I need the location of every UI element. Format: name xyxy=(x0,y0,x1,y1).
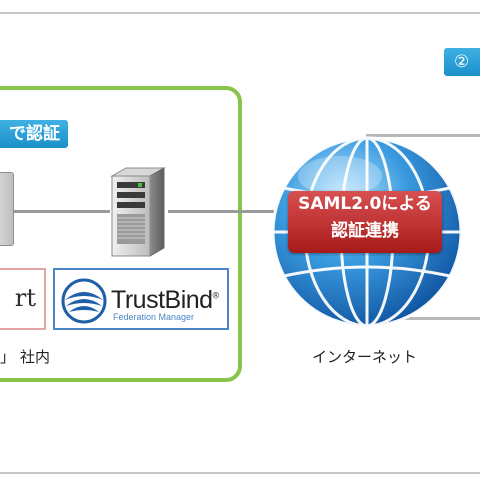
auth-tab: で認証 xyxy=(0,120,68,148)
trustbind-name-text: TrustBind xyxy=(111,286,213,314)
partner-logo-text: rt xyxy=(14,284,36,312)
trustbind-logo: TrustBind® Federation Manager xyxy=(53,268,229,330)
partner-logo-left: rt xyxy=(0,268,46,330)
server-icon-left xyxy=(0,172,14,246)
internet-label: インターネット xyxy=(312,348,418,366)
saml-line2: 認証連携 xyxy=(331,221,399,241)
trustbind-reg-mark: ® xyxy=(212,290,220,301)
saml-line1: SAML2.0による xyxy=(298,194,432,214)
step-tab-label: ② xyxy=(454,52,470,72)
outer-frame xyxy=(0,12,480,474)
server-icon xyxy=(110,167,166,257)
corp-label-bullet: 」 xyxy=(0,348,16,366)
connector-line-to-globe xyxy=(168,210,278,213)
auth-tab-label: で認証 xyxy=(9,124,60,144)
connector-line-internal xyxy=(10,210,110,213)
corp-label: 社内 xyxy=(20,348,51,366)
trustbind-mark-icon xyxy=(61,278,107,324)
saml-badge: SAML2.0による 認証連携 xyxy=(288,191,442,253)
trustbind-subtitle: Federation Manager xyxy=(113,312,195,322)
step-tab: ② xyxy=(444,48,480,76)
trustbind-name: TrustBind® xyxy=(111,286,219,315)
